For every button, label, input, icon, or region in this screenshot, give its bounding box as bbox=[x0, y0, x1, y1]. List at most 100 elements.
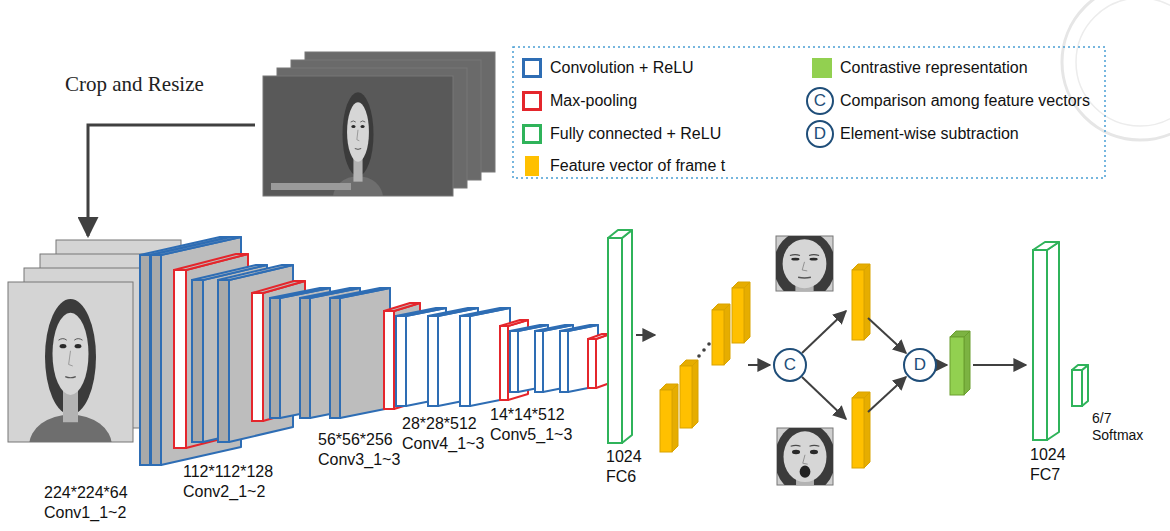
art-shape bbox=[151, 255, 161, 465]
contrastive-vector bbox=[950, 331, 970, 395]
layer-label: 1024FC7 bbox=[1030, 445, 1066, 485]
node-text: Conv1_1~2 bbox=[44, 503, 128, 523]
art-shape bbox=[330, 288, 390, 298]
art-shape bbox=[608, 238, 622, 443]
art-shape bbox=[776, 236, 833, 291]
face-photo bbox=[756, 423, 855, 531]
fc-layer bbox=[1033, 242, 1059, 440]
node-text: 112*112*128 bbox=[183, 462, 273, 482]
timestamp-strip bbox=[271, 183, 351, 190]
node-text: 56*56*256 bbox=[318, 430, 400, 450]
symbol-letter: C bbox=[814, 92, 826, 110]
art-shape bbox=[950, 331, 970, 337]
softmax-label: 6/7 Softmax bbox=[1092, 410, 1154, 444]
conv-slab bbox=[460, 308, 510, 406]
art-shape bbox=[964, 331, 970, 395]
art-shape bbox=[802, 262, 807, 271]
flow-arrow bbox=[868, 377, 906, 412]
conv-slab bbox=[535, 325, 573, 392]
art-shape bbox=[660, 390, 672, 452]
legend-swatch bbox=[525, 156, 539, 176]
art-shape bbox=[798, 277, 811, 279]
flow-arrow bbox=[748, 364, 770, 366]
art-shape bbox=[852, 392, 870, 398]
layer-label: 56*56*256Conv3_1~3 bbox=[318, 430, 400, 470]
fc-layer bbox=[608, 230, 632, 443]
node-text: 28*28*512 bbox=[402, 414, 484, 434]
legend-swatch bbox=[522, 58, 542, 78]
flow-arrow bbox=[802, 377, 846, 419]
art-shape bbox=[428, 316, 438, 406]
legend-text: Max-pooling bbox=[550, 91, 637, 111]
conv-slab bbox=[510, 325, 548, 392]
feature-vector bbox=[712, 304, 730, 365]
conv-slab bbox=[428, 308, 478, 406]
art-shape bbox=[340, 288, 390, 418]
art-shape bbox=[396, 316, 406, 406]
legend-text: Contrastive representation bbox=[840, 58, 1028, 78]
art-shape bbox=[69, 351, 73, 366]
art-shape bbox=[732, 282, 750, 288]
art-shape bbox=[192, 280, 203, 442]
flow-arrow bbox=[868, 318, 906, 353]
art-shape bbox=[460, 316, 470, 406]
flow-arrow bbox=[938, 364, 947, 366]
node-text: 6/7 Softmax bbox=[1092, 410, 1154, 444]
layer-label: 112*112*128Conv2_1~2 bbox=[183, 462, 273, 502]
art-shape bbox=[791, 445, 801, 447]
art-shape bbox=[384, 303, 420, 311]
art-shape bbox=[29, 299, 112, 442]
crop-arrow bbox=[88, 125, 255, 236]
art-shape bbox=[252, 281, 305, 293]
art-shape bbox=[270, 298, 280, 418]
legend-frame bbox=[513, 47, 1105, 178]
art-shape bbox=[852, 270, 864, 340]
art-shape bbox=[59, 339, 67, 341]
art-shape bbox=[724, 304, 730, 365]
ellipsis-dot bbox=[702, 348, 706, 352]
art-shape bbox=[535, 331, 543, 392]
softmax-layer bbox=[1072, 365, 1088, 406]
comparison-circle: C bbox=[773, 348, 807, 382]
art-shape bbox=[800, 466, 811, 478]
art-shape bbox=[360, 121, 365, 122]
art-shape bbox=[852, 398, 864, 468]
art-shape bbox=[361, 125, 365, 128]
art-shape bbox=[560, 331, 568, 392]
art-shape bbox=[218, 280, 229, 442]
watermark-seal bbox=[1076, 0, 1170, 126]
art-shape bbox=[680, 360, 698, 366]
art-shape bbox=[355, 148, 361, 150]
conv-slab bbox=[560, 325, 598, 392]
art-shape bbox=[1033, 250, 1047, 440]
art-shape bbox=[174, 254, 248, 270]
art-shape bbox=[8, 52, 855, 531]
art-shape bbox=[351, 121, 356, 122]
node-text: 14*14*512 bbox=[490, 405, 572, 425]
legend-circle: D bbox=[806, 120, 834, 148]
art-shape bbox=[252, 293, 263, 421]
legend-swatch bbox=[522, 124, 542, 144]
art-shape bbox=[263, 76, 453, 196]
art-shape bbox=[75, 344, 82, 348]
art-shape bbox=[622, 230, 632, 443]
art-shape bbox=[568, 325, 598, 392]
art-shape bbox=[810, 258, 818, 261]
node-text: C bbox=[784, 356, 796, 374]
art-shape bbox=[8, 282, 133, 442]
art-shape bbox=[660, 384, 678, 390]
art-shape bbox=[783, 239, 827, 288]
art-shape bbox=[1072, 370, 1082, 406]
node-text: Conv3_1~3 bbox=[318, 450, 400, 470]
face-photo bbox=[8, 282, 133, 475]
art-shape bbox=[672, 384, 678, 452]
art-shape bbox=[65, 377, 76, 378]
art-shape bbox=[810, 450, 818, 455]
conv-slab bbox=[330, 288, 390, 418]
face-photo bbox=[754, 231, 854, 336]
art-shape bbox=[692, 360, 698, 428]
art-shape bbox=[384, 311, 394, 409]
art-shape bbox=[518, 325, 548, 392]
art-shape bbox=[744, 282, 750, 343]
